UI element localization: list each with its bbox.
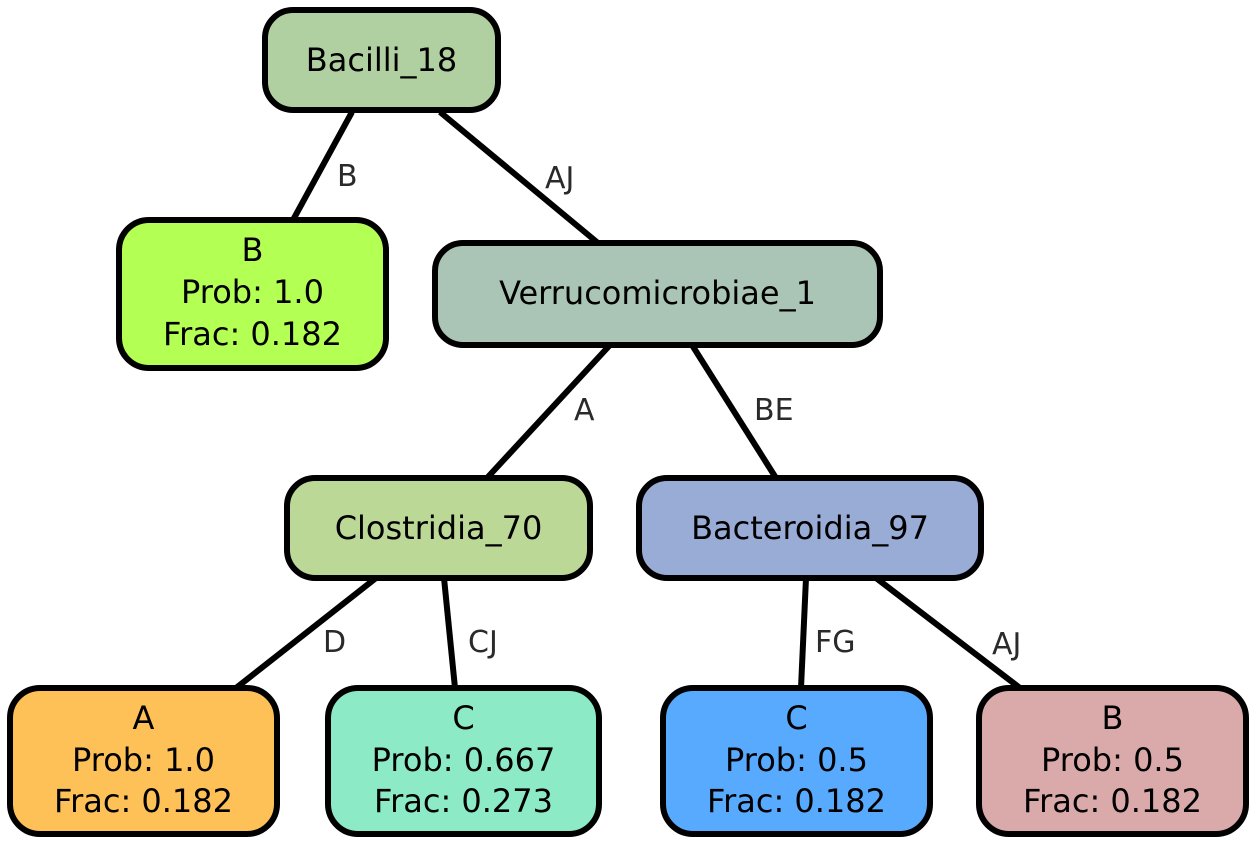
edge-clostridia-to-leaf-a: D bbox=[234, 575, 378, 691]
leaf-node-c-right: C Prob: 0.5 Frac: 0.182 bbox=[660, 685, 933, 837]
leaf-class: C bbox=[452, 699, 474, 737]
edge-verrucomicrobiae-to-clostridia: A bbox=[484, 342, 613, 481]
leaf-prob: Prob: 0.667 bbox=[372, 741, 556, 779]
edge-label: B bbox=[337, 159, 358, 194]
edge-label: CJ bbox=[468, 625, 498, 660]
leaf-node-a: A Prob: 1.0 Frac: 0.182 bbox=[7, 685, 280, 837]
node-label: Clostridia_70 bbox=[335, 509, 543, 547]
node-verrucomicrobiae-1: Verrucomicrobiae_1 bbox=[432, 240, 883, 348]
leaf-class: C bbox=[785, 699, 807, 737]
leaf-class: B bbox=[242, 231, 264, 269]
leaf-frac: Frac: 0.182 bbox=[1023, 782, 1202, 820]
leaf-frac: Frac: 0.273 bbox=[374, 782, 553, 820]
edge-bacteroidia-to-leaf-c: FG bbox=[798, 577, 856, 689]
edge-clostridia-to-leaf-c: CJ bbox=[441, 577, 498, 689]
leaf-prob: Prob: 0.5 bbox=[1041, 741, 1184, 779]
edge-bacilli-to-leaf-b: B bbox=[290, 110, 358, 222]
edge-label: D bbox=[323, 625, 346, 660]
leaf-class: B bbox=[1102, 699, 1124, 737]
edge-verrucomicrobiae-to-bacteroidia: BE bbox=[689, 343, 794, 480]
node-bacilli-18: Bacilli_18 bbox=[262, 7, 501, 113]
node-bacteroidia-97: Bacteroidia_97 bbox=[636, 475, 984, 581]
edge-bacilli-to-verrucomicrobiae: AJ bbox=[438, 109, 600, 246]
leaf-class: A bbox=[133, 699, 155, 737]
node-label: Bacteroidia_97 bbox=[691, 509, 929, 547]
node-clostridia-70: Clostridia_70 bbox=[284, 475, 593, 581]
edge-label: A bbox=[574, 393, 595, 428]
leaf-node-c-left: C Prob: 0.667 Frac: 0.273 bbox=[325, 685, 602, 837]
leaf-frac: Frac: 0.182 bbox=[54, 782, 233, 820]
node-label: Verrucomicrobiae_1 bbox=[499, 274, 816, 312]
leaf-prob: Prob: 1.0 bbox=[72, 741, 215, 779]
edge-label: AJ bbox=[545, 161, 574, 196]
leaf-frac: Frac: 0.182 bbox=[707, 782, 886, 820]
edge-label: BE bbox=[754, 393, 794, 428]
edge-bacteroidia-to-leaf-b: AJ bbox=[874, 575, 1022, 691]
leaf-node-b-bottom: B Prob: 0.5 Frac: 0.182 bbox=[976, 685, 1249, 837]
leaf-node-b-top: B Prob: 1.0 Frac: 0.182 bbox=[116, 217, 389, 371]
leaf-frac: Frac: 0.182 bbox=[163, 315, 342, 353]
node-label: Bacilli_18 bbox=[306, 41, 457, 79]
edge-label: AJ bbox=[992, 627, 1021, 662]
edge-label: FG bbox=[815, 625, 856, 660]
leaf-prob: Prob: 0.5 bbox=[725, 741, 868, 779]
leaf-prob: Prob: 1.0 bbox=[181, 273, 324, 311]
